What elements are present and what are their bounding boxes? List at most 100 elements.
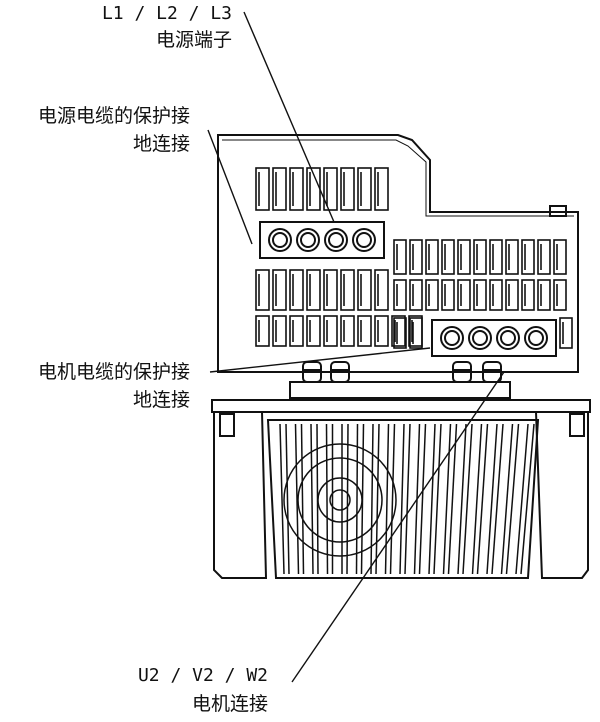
right-vent-mid xyxy=(505,279,519,311)
base-screws xyxy=(302,361,502,383)
low-vent xyxy=(393,317,407,349)
mains-screw xyxy=(324,228,348,252)
right-vent-mid xyxy=(425,279,439,311)
middle-vent-grid xyxy=(255,269,423,347)
mid-vent xyxy=(323,269,338,311)
base-screw xyxy=(330,361,350,383)
mains-screw-inner xyxy=(272,232,288,248)
motor-screw xyxy=(524,326,548,350)
mid-vent-low xyxy=(272,315,287,347)
fin xyxy=(310,423,314,575)
top-vent xyxy=(374,167,389,211)
fin xyxy=(384,423,390,575)
top-vent xyxy=(255,167,270,211)
fin-edge xyxy=(389,423,396,575)
leader-motor-terminal xyxy=(291,371,505,683)
right-vent xyxy=(409,239,423,275)
leader-motor-ground xyxy=(209,347,431,373)
fan-hub xyxy=(317,477,363,523)
mid-vent xyxy=(357,269,372,311)
top-vent xyxy=(272,167,287,211)
fin xyxy=(486,423,498,575)
right-clip xyxy=(569,413,585,437)
fin-edge xyxy=(520,423,535,575)
fin xyxy=(294,423,300,575)
mains-screw xyxy=(352,228,376,252)
mid-vent-low xyxy=(255,315,270,347)
motor-terminal-text: 电机连接 xyxy=(191,693,268,715)
fin xyxy=(325,423,329,575)
mid-vent-low xyxy=(374,315,389,347)
mains-terminal-screws xyxy=(268,228,376,252)
fin-edge xyxy=(505,423,520,575)
mid-vent-low xyxy=(357,315,372,347)
mains-screw xyxy=(268,228,292,252)
mid-vent xyxy=(255,269,270,311)
right-vent xyxy=(537,239,551,275)
mains-screw-inner xyxy=(328,232,344,248)
mains-screw xyxy=(296,228,320,252)
right-vent-mid xyxy=(393,279,407,311)
mains-ground-line2: 地连接 xyxy=(132,133,190,155)
motor-screw-inner xyxy=(528,330,544,346)
right-vent-grid xyxy=(393,239,567,311)
low-vent-right xyxy=(559,317,573,349)
right-vent-mid xyxy=(441,279,455,311)
mains-terminal-text: 电源端子 xyxy=(155,29,232,51)
housing-outline xyxy=(217,134,579,373)
fan-outer-ring xyxy=(283,443,397,557)
right-vent-mid xyxy=(473,279,487,311)
right-vent-mid xyxy=(553,279,567,311)
fin xyxy=(515,423,529,575)
motor-terminal-block xyxy=(431,319,557,357)
right-vent-mid xyxy=(457,279,471,311)
fin-edge xyxy=(462,423,473,575)
motor-ground-line2: 地连接 xyxy=(132,389,190,411)
right-vent-mid xyxy=(489,279,503,311)
right-vent-mid xyxy=(409,279,423,311)
top-vent xyxy=(340,167,355,211)
right-vent xyxy=(553,239,567,275)
fin-edge xyxy=(476,423,489,575)
top-vent xyxy=(323,167,338,211)
mains-ground-line1: 电源电缆的保护接 xyxy=(37,105,190,127)
top-vent-grid xyxy=(255,167,389,211)
right-vent xyxy=(489,239,503,275)
motor-screw-inner xyxy=(500,330,516,346)
motor-screw xyxy=(440,326,464,350)
base-screw xyxy=(452,361,472,383)
mid-vent xyxy=(272,269,287,311)
mid-vent xyxy=(374,269,389,311)
fin xyxy=(355,423,359,575)
right-foot xyxy=(534,411,589,579)
motor-screw xyxy=(468,326,492,350)
fin xyxy=(399,423,405,575)
right-vent-mid xyxy=(521,279,535,311)
right-vent xyxy=(457,239,471,275)
left-foot xyxy=(213,411,268,579)
leader-mains-ground xyxy=(207,129,253,245)
top-vent xyxy=(357,167,372,211)
motor-terminal-screws xyxy=(440,326,548,350)
fin-edge xyxy=(375,423,380,575)
mid-vent xyxy=(340,269,355,311)
fan-center xyxy=(329,489,351,511)
fin-edge xyxy=(346,423,349,575)
fin xyxy=(500,423,514,575)
mains-screw-inner xyxy=(300,232,316,248)
motor-screw-inner xyxy=(444,330,460,346)
mid-vent xyxy=(306,269,321,311)
fin xyxy=(442,423,452,575)
base-screw xyxy=(482,361,502,383)
mid-vent-low xyxy=(340,315,355,347)
fan-inner-ring xyxy=(297,457,383,543)
mid-vent xyxy=(289,269,304,311)
mid-vent-low xyxy=(323,315,338,347)
mains-terminal-block xyxy=(259,221,385,259)
low-vent xyxy=(409,317,423,349)
base-plate xyxy=(289,381,511,399)
motor-ground-line1: 电机电缆的保护接 xyxy=(37,361,190,383)
fin-edge xyxy=(404,423,411,575)
